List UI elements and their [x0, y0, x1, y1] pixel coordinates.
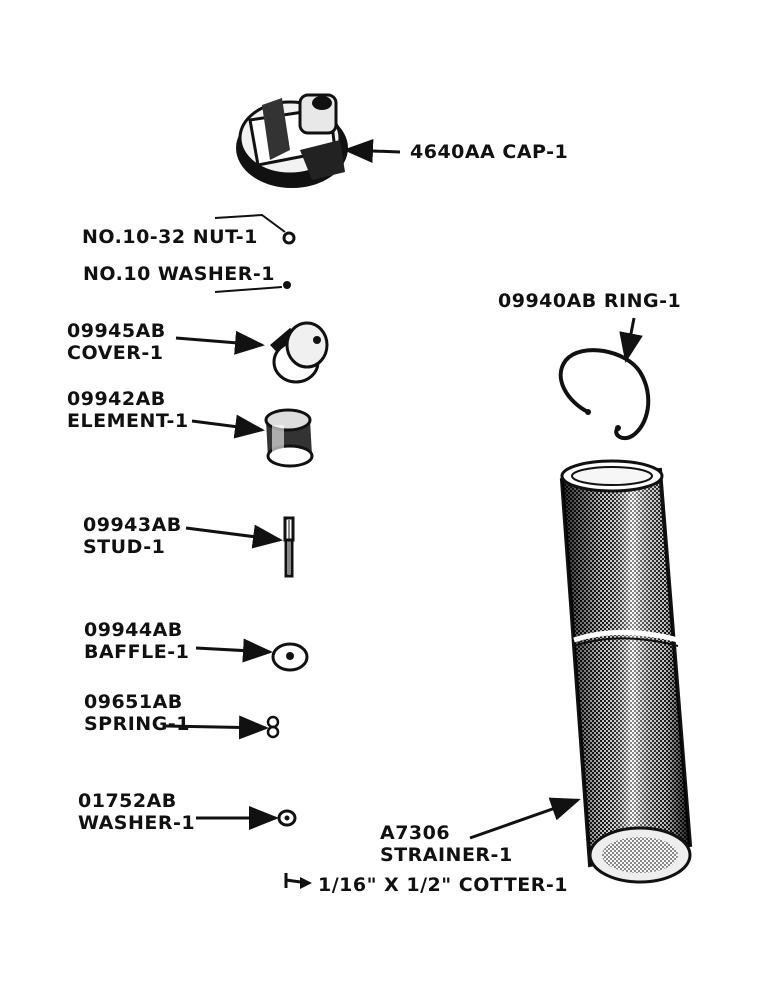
cover-part-name: COVER-1: [67, 342, 164, 364]
cotter-label: 1/16" X 1/2" COTTER-1: [318, 874, 568, 896]
stud-part: [283, 516, 295, 578]
spring-part: [266, 715, 280, 739]
washer-no10-leader: [214, 286, 283, 293]
cover-label: 09945AB COVER-1: [67, 320, 166, 364]
cover-leader: [175, 330, 265, 355]
baffle-leader: [195, 638, 273, 663]
ring-part: [558, 348, 651, 441]
strainer-part-name: STRAINER-1: [380, 844, 513, 866]
element-leader: [191, 414, 265, 439]
spring-label: 09651AB SPRING-1: [84, 691, 190, 735]
element-part: [264, 408, 314, 468]
spring-part-number: 09651AB: [84, 691, 183, 713]
washer-part-name: WASHER-1: [78, 812, 196, 834]
element-part-number: 09942AB: [67, 388, 166, 410]
nut-leader: [214, 213, 286, 233]
nut-label: NO.10-32 NUT-1: [82, 226, 258, 248]
baffle-part-name: BAFFLE-1: [84, 641, 190, 663]
strainer-leader: [469, 797, 581, 840]
washer-label: 01752AB WASHER-1: [78, 790, 195, 834]
nut-part: [282, 231, 296, 245]
strainer-part: [559, 459, 693, 884]
baffle-part-number: 09944AB: [84, 619, 183, 641]
baffle-label: 09944AB BAFFLE-1: [84, 619, 189, 663]
washer-part-number: 01752AB: [78, 790, 177, 812]
ring-label: 09940AB RING-1: [498, 290, 682, 312]
ring-leader: [619, 317, 643, 363]
cap-label: 4640AA CAP-1: [410, 141, 569, 163]
stud-part-name: STUD-1: [83, 536, 166, 558]
stud-label: 09943AB STUD-1: [83, 514, 182, 558]
element-part-name: ELEMENT-1: [67, 410, 189, 432]
cover-part-number: 09945AB: [67, 320, 166, 342]
strainer-label: A7306 STRAINER-1: [380, 822, 513, 866]
strainer-part-number: A7306: [380, 822, 451, 844]
cover-part: [270, 321, 329, 384]
spring-leader: [165, 715, 269, 740]
stud-part-number: 09943AB: [83, 514, 182, 536]
cap-part: [236, 93, 348, 188]
cotter-part: [284, 873, 312, 889]
washer-no10-label: NO.10 WASHER-1: [83, 263, 276, 285]
element-label: 09942AB ELEMENT-1: [67, 388, 189, 432]
washer-no10-part: [283, 281, 291, 289]
baffle-part: [271, 642, 309, 672]
cap-leader: [343, 139, 401, 163]
washer-part: [277, 809, 297, 827]
stud-leader: [185, 524, 283, 549]
spring-part-name: SPRING-1: [84, 713, 190, 735]
